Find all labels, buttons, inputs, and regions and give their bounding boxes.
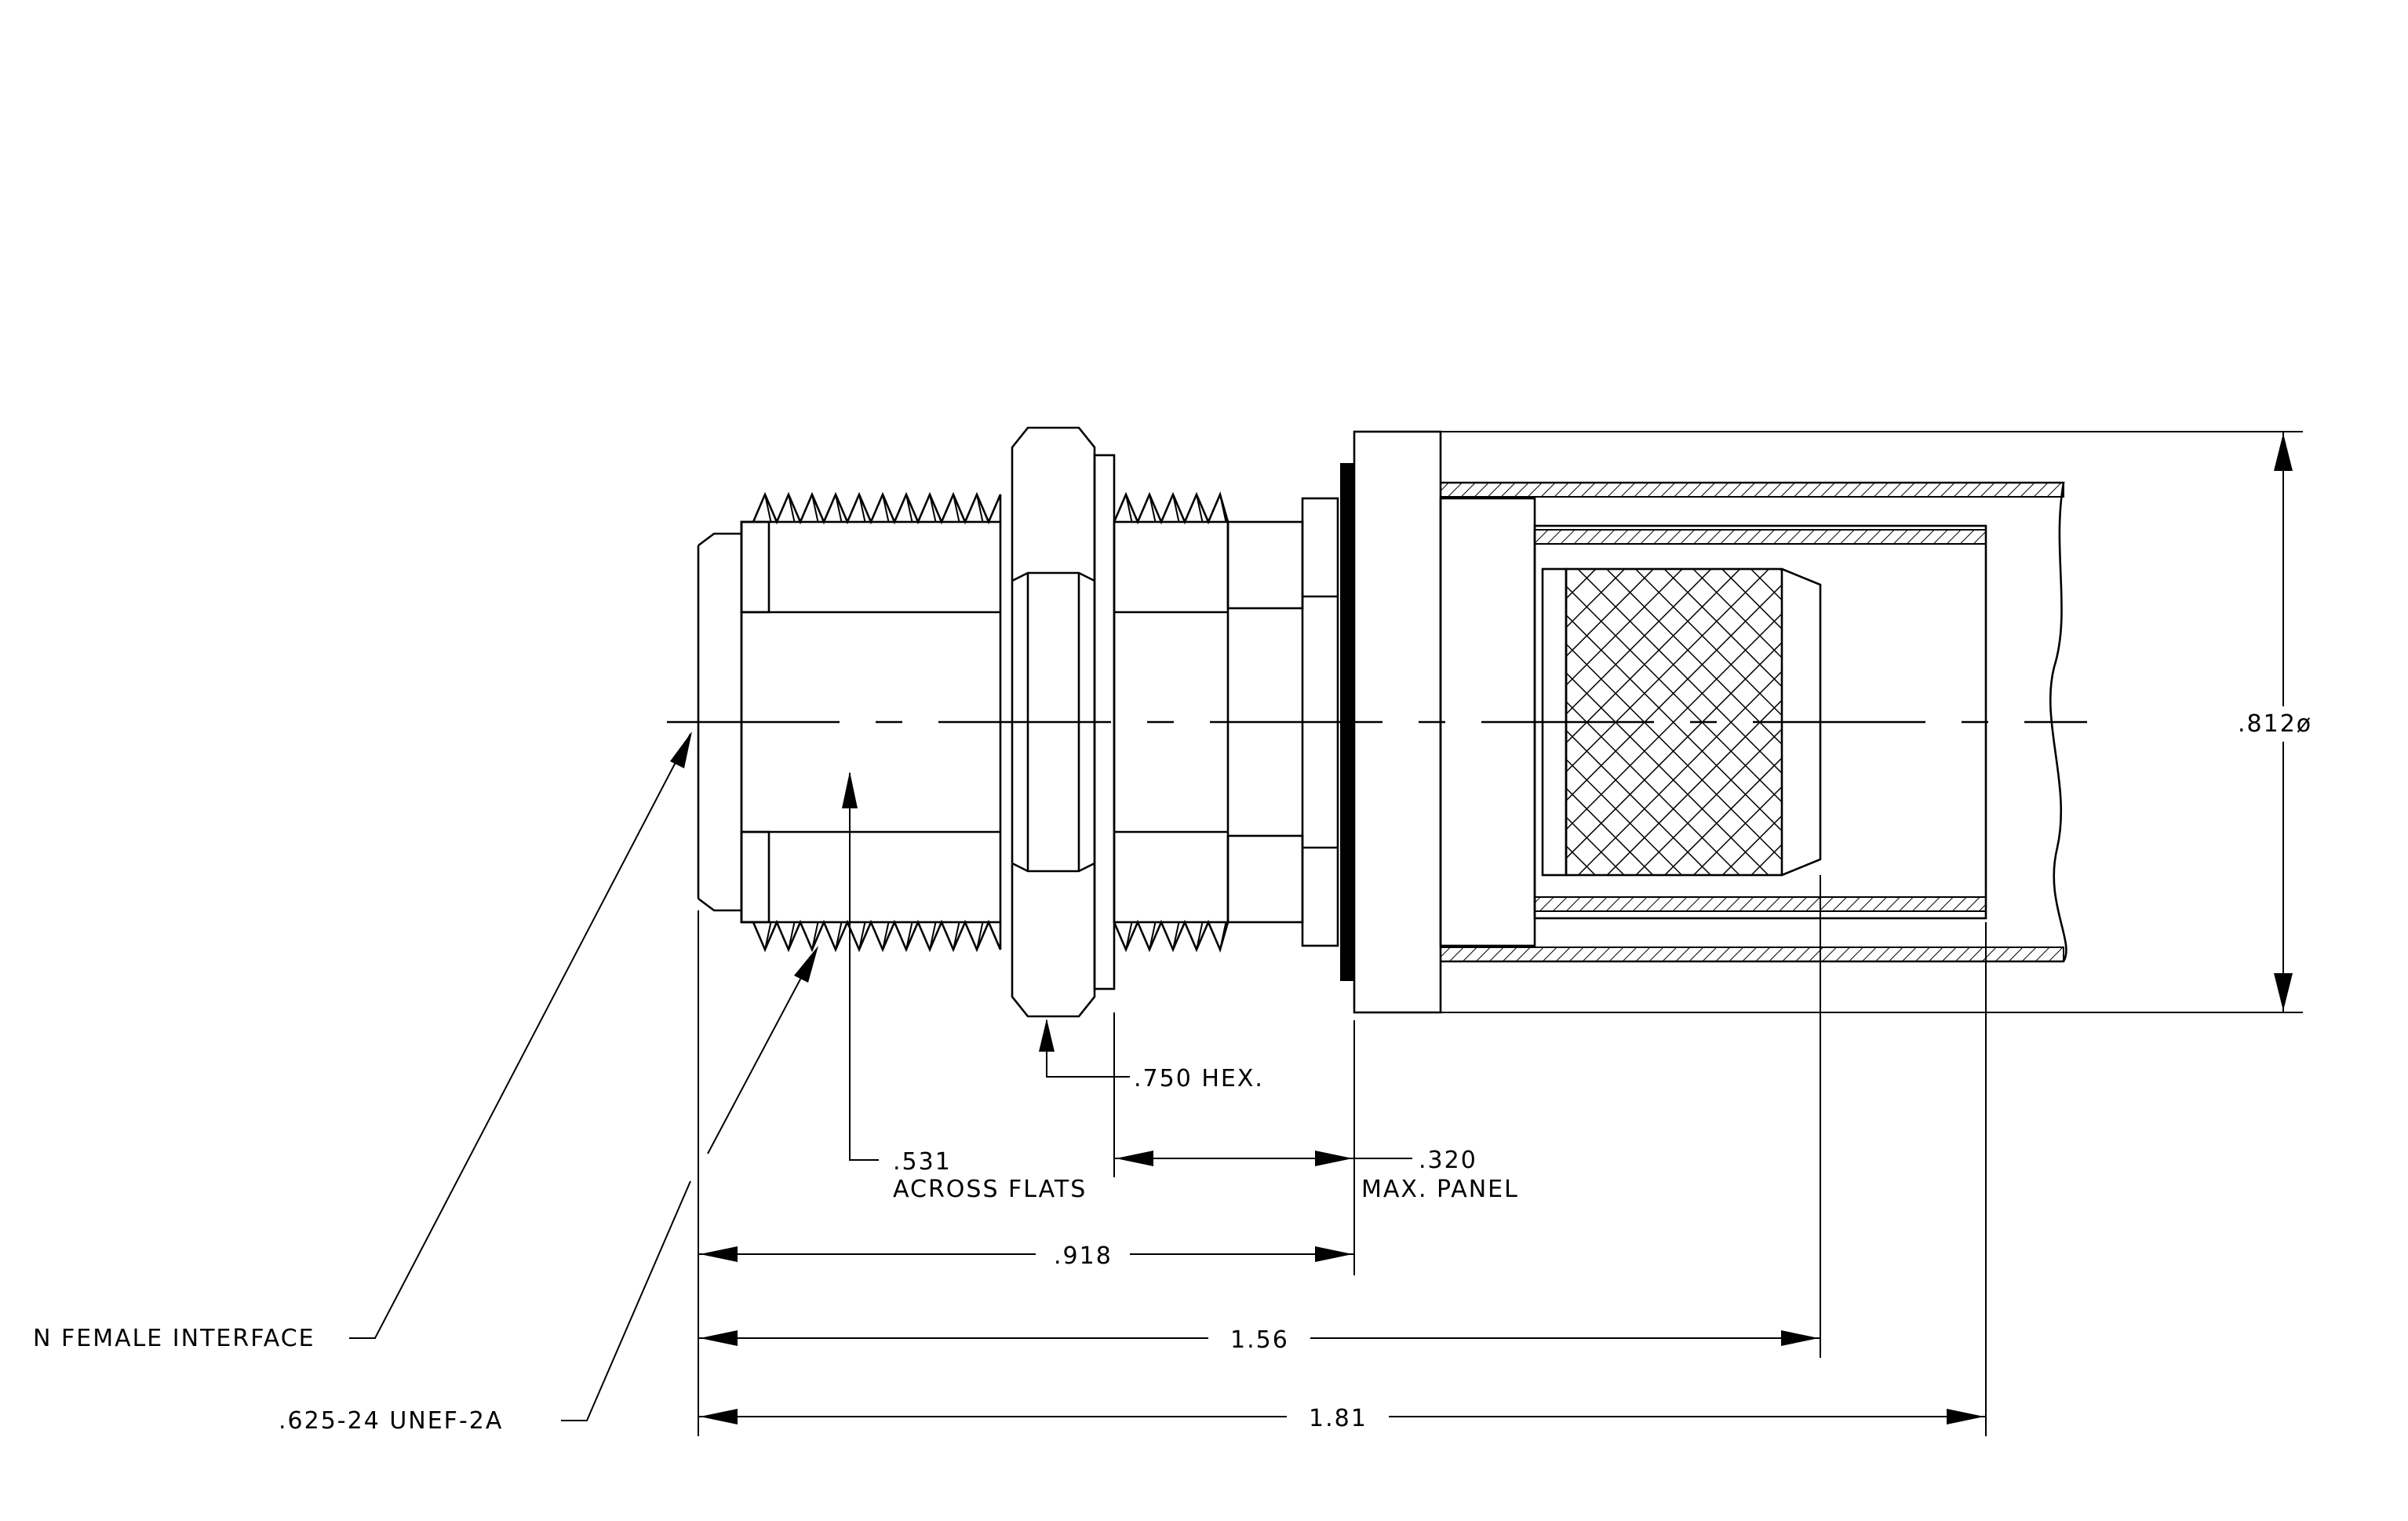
thread-tooth-line <box>788 494 796 523</box>
thread-tooth-line <box>976 494 984 523</box>
panel-dimension-line <box>1114 1151 1412 1166</box>
thread-tooth-profile <box>752 491 1002 525</box>
cable-body <box>1439 481 2067 963</box>
panel-text: MAX. PANEL <box>1361 1176 1519 1203</box>
thread-tooth-line <box>788 921 796 950</box>
thread-tooth-line <box>882 494 890 523</box>
thread-teeth-top <box>752 491 1002 525</box>
thread-tooth-line <box>882 921 890 950</box>
thread-tooth-line <box>1172 921 1180 950</box>
across-flats-value: .531 <box>893 1148 952 1176</box>
panel-washer <box>1301 430 1442 1014</box>
thread-tooth-profile <box>752 919 1002 953</box>
thread-tooth-line <box>929 921 937 950</box>
thread-tooth-line <box>1172 494 1180 523</box>
dim-156-label: 1.56 <box>1230 1326 1289 1354</box>
thread-teeth-right-top <box>1113 491 1230 525</box>
extension-lines <box>698 875 1987 1436</box>
thread-tooth-line <box>811 494 819 523</box>
thread-tooth-line <box>1219 494 1227 523</box>
thread-teeth-right-bottom <box>1113 919 1230 953</box>
hex-label: .750 HEX. <box>1134 1065 1264 1092</box>
thread-teeth-bottom <box>752 919 1002 953</box>
dim-918-label: .918 <box>1054 1242 1113 1270</box>
diameter-dimension <box>1441 431 2303 1013</box>
dim-918-line <box>698 1246 1354 1262</box>
thread-tooth-line <box>905 921 913 950</box>
dim-156-line <box>698 1330 1820 1346</box>
thread-tooth-line <box>1196 494 1204 523</box>
thread-tooth-line <box>1219 921 1227 950</box>
thread-tooth-line <box>1149 494 1157 523</box>
thread-tooth-line <box>858 921 866 950</box>
thread-tooth-line <box>764 494 772 523</box>
leader-hex <box>1039 1019 1130 1078</box>
thread-tooth-line <box>1196 921 1204 950</box>
thread-tooth-line <box>1149 921 1157 950</box>
thread-spec-label: .625-24 UNEF-2A <box>279 1407 503 1435</box>
thread-tooth-line <box>905 494 913 523</box>
thread-tooth-line <box>1125 494 1133 523</box>
thread-tooth-line <box>1125 921 1133 950</box>
leader-across-flats <box>842 771 879 1161</box>
leader-n-female <box>349 731 692 1339</box>
thread-tooth-line <box>764 921 772 950</box>
diameter-label: .812ø <box>2238 710 2312 738</box>
thread-tooth-line <box>811 921 819 950</box>
leader-thread <box>561 946 818 1421</box>
thread-tooth-line <box>858 494 866 523</box>
thread-tooth-line <box>835 494 843 523</box>
thread-tooth-line <box>953 921 960 950</box>
thread-tooth-line <box>929 494 937 523</box>
dim-181-line <box>698 1409 1986 1424</box>
thread-tooth-line <box>953 494 960 523</box>
across-flats-text: ACROSS FLATS <box>893 1176 1087 1203</box>
panel-value: .320 <box>1419 1147 1477 1174</box>
thread-tooth-line <box>976 921 984 950</box>
n-female-interface-label: N FEMALE INTERFACE <box>33 1325 315 1352</box>
dim-181-label: 1.81 <box>1309 1405 1368 1432</box>
thread-tooth-line <box>835 921 843 950</box>
